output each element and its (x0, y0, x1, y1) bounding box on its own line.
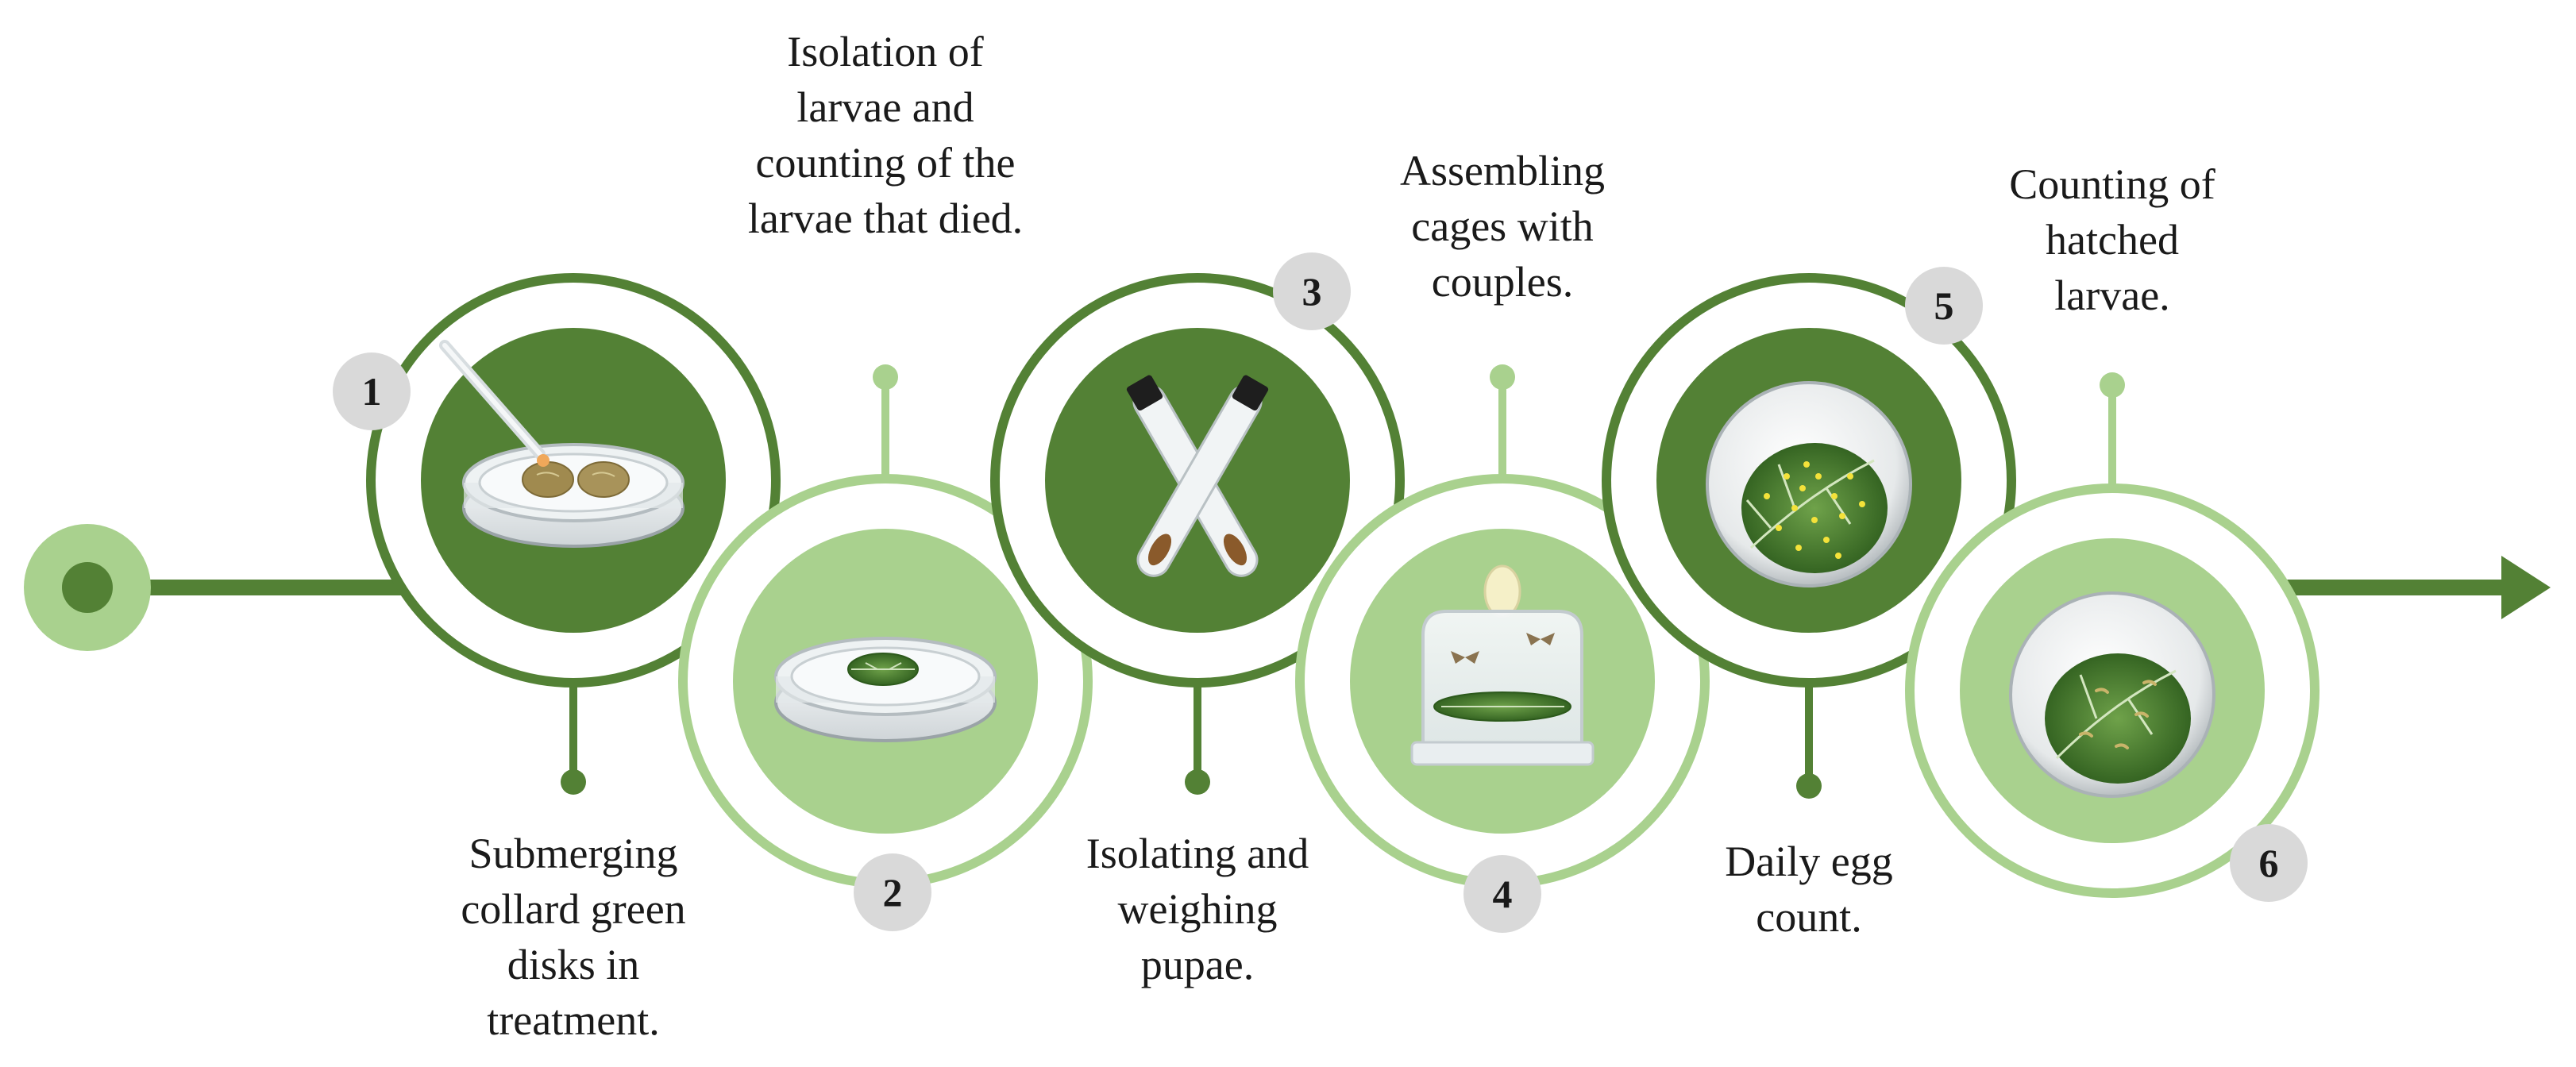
badge-4: 4 (1463, 855, 1541, 933)
connector-2 (873, 364, 898, 476)
test-tubes-icon (1126, 375, 1269, 577)
badge-2-number: 2 (883, 870, 903, 915)
badge-2: 2 (854, 853, 931, 931)
connector-3 (1185, 687, 1210, 795)
leaf-eggs-magnified-icon (1706, 381, 1912, 587)
connector-4 (1490, 364, 1515, 476)
connector-5 (1796, 687, 1822, 799)
badge-1-number: 1 (362, 369, 382, 414)
connector-6 (2100, 372, 2125, 484)
step-3-label: Isolating and weighing pupae. (1086, 830, 1309, 988)
moth-cage-icon (1410, 564, 1595, 766)
step-4-label: Assembling cages with couples. (1399, 147, 1605, 306)
timeline-arrowhead (2501, 556, 2551, 619)
badge-6-number: 6 (2259, 841, 2279, 885)
leaf-larvae-magnified-icon (2009, 591, 2215, 798)
badge-3: 3 (1273, 252, 1351, 330)
connector-1 (561, 687, 586, 795)
step-1-label: Submerging collard green disks in treatm… (461, 830, 686, 1044)
badge-1: 1 (333, 352, 411, 430)
badge-5-number: 5 (1934, 283, 1954, 328)
badge-6: 6 (2230, 824, 2308, 902)
badge-4-number: 4 (1493, 872, 1513, 916)
badge-5: 5 (1905, 267, 1983, 345)
timeline-start-dot (62, 562, 113, 613)
step-5-label: Daily egg count. (1725, 838, 1893, 941)
petri-dish-leaf-icon (774, 637, 997, 742)
badge-3-number: 3 (1302, 269, 1322, 314)
step-2-label: Isolation of larvae and counting of the … (747, 28, 1024, 242)
petri-dish-pipette-icon (439, 340, 684, 548)
step-6-label: Counting of hatched larvae. (2009, 160, 2215, 319)
